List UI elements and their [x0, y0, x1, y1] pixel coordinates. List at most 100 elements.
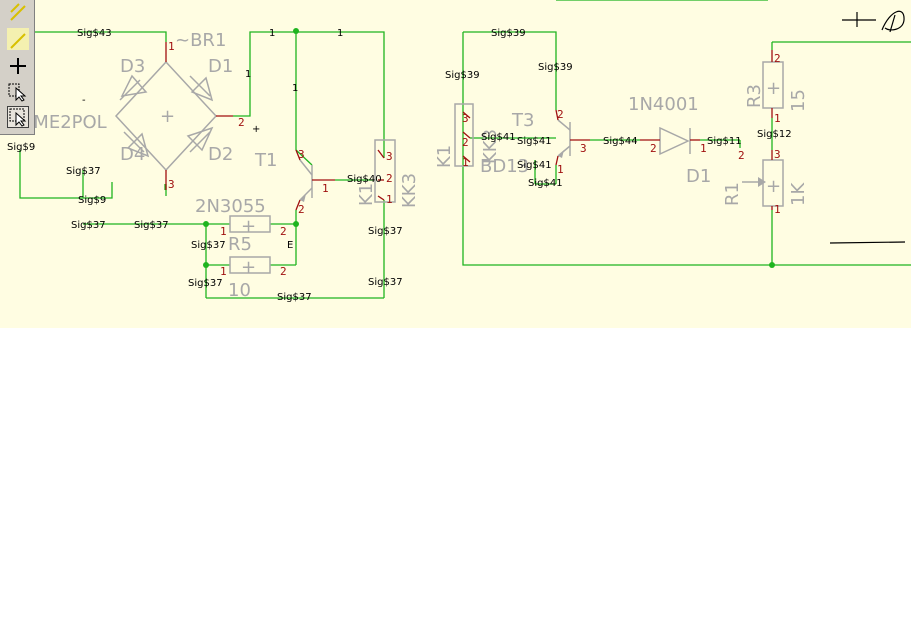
svg-text:1: 1: [292, 83, 298, 94]
route-tool-icon: [10, 33, 26, 49]
t1-label: T1: [254, 150, 277, 171]
relay-kk3[interactable]: [374, 139, 396, 203]
d3-label: D3: [120, 56, 145, 77]
r1-label: R1: [722, 182, 743, 206]
svg-text:3: 3: [580, 142, 587, 155]
svg-text:Sig$40: Sig$40: [347, 174, 382, 185]
group-select-button[interactable]: [7, 106, 29, 128]
route-tool-button[interactable]: [7, 2, 29, 24]
svg-text:2: 2: [557, 108, 564, 121]
resistor-r5[interactable]: + +: [229, 215, 271, 278]
svg-text:Sig$37: Sig$37: [188, 278, 223, 289]
bridge-rectifier-br1[interactable]: +: [114, 42, 233, 190]
svg-text:E: E: [287, 240, 293, 251]
svg-text:3: 3: [386, 150, 393, 163]
svg-text:2: 2: [774, 52, 781, 65]
k-value: KK3: [399, 173, 420, 208]
svg-text:1: 1: [557, 163, 564, 176]
transistor-t3[interactable]: [555, 109, 590, 166]
relay-k1[interactable]: [454, 103, 474, 167]
svg-text:2: 2: [650, 142, 657, 155]
left-circuit-wires[interactable]: [19, 31, 385, 299]
svg-text:1: 1: [322, 182, 329, 195]
svg-text:+: +: [766, 78, 781, 99]
svg-text:2: 2: [298, 203, 305, 216]
svg-text:Sig$39: Sig$39: [491, 28, 526, 39]
k-label: K1: [356, 183, 377, 206]
svg-text:Sig$9: Sig$9: [78, 195, 106, 206]
svg-text:1: 1: [220, 225, 227, 238]
svg-text:Sig$11: Sig$11: [707, 136, 742, 147]
svg-text:+: +: [160, 106, 175, 127]
crosshair-tool-button[interactable]: [7, 55, 29, 77]
svg-text:1: 1: [774, 112, 781, 125]
ime-label: IME2POL: [28, 112, 107, 133]
pin-numbers: 1 2 3 + - 1 1 1 1 3 1 2 E 1 2 1 2 3 2 1 …: [82, 28, 781, 278]
svg-text:2: 2: [738, 149, 745, 162]
svg-text:Sig$9: Sig$9: [7, 142, 35, 153]
schematic-canvas[interactable]: + D3 D1 D4 D2 ~BR1 IME2POL T1 2N3055 + +: [0, 0, 911, 328]
t1-value: 2N3055: [195, 196, 266, 217]
resistor-r1[interactable]: +: [742, 150, 784, 210]
svg-text:Sig$41: Sig$41: [528, 178, 563, 189]
svg-text:2: 2: [280, 225, 287, 238]
select-arrow-button[interactable]: [7, 80, 29, 102]
k1-value: KK3: [480, 129, 501, 164]
d1-bridge-label: D1: [208, 56, 233, 77]
resistor-r3[interactable]: +: [762, 50, 784, 118]
svg-text:Sig$37: Sig$37: [71, 220, 106, 231]
r3-value: 15: [788, 89, 809, 112]
svg-text:Sig$37: Sig$37: [368, 277, 403, 288]
transistor-t1[interactable]: [295, 149, 335, 211]
svg-text:+: +: [241, 257, 256, 278]
svg-text:+: +: [252, 124, 260, 135]
svg-text:1: 1: [386, 193, 393, 206]
right-circuit-wires[interactable]: [462, 31, 911, 266]
r1-value: 1K: [788, 182, 809, 206]
svg-text:-: -: [82, 95, 86, 106]
tool-palette: [0, 0, 35, 135]
svg-text:3: 3: [298, 148, 305, 161]
select-arrow-icon: [8, 83, 27, 102]
svg-text:1: 1: [774, 203, 781, 216]
freehand-marks: [829, 10, 906, 244]
svg-text:3: 3: [774, 148, 781, 161]
svg-text:Sig$37: Sig$37: [368, 226, 403, 237]
d4-label: D4: [120, 144, 145, 165]
svg-text:Sig$37: Sig$37: [134, 220, 169, 231]
svg-text:2: 2: [386, 172, 393, 185]
svg-text:1: 1: [269, 28, 275, 39]
svg-text:Sig$41: Sig$41: [481, 132, 516, 143]
svg-text:2: 2: [238, 116, 245, 129]
svg-text:1: 1: [245, 69, 251, 80]
svg-text:Sig$43: Sig$43: [77, 28, 112, 39]
r5-value: 10: [228, 280, 251, 301]
svg-text:Sig$44: Sig$44: [603, 136, 638, 147]
diode-d1[interactable]: [640, 126, 700, 156]
t3-label: T3: [511, 110, 534, 131]
svg-text:Sig$12: Sig$12: [757, 129, 792, 140]
svg-text:+: +: [241, 216, 256, 237]
group-select-icon: [9, 108, 27, 127]
svg-text:Sig$37: Sig$37: [191, 240, 226, 251]
svg-text:Sig$41: Sig$41: [517, 136, 552, 147]
schematic-drawing[interactable]: + D3 D1 D4 D2 ~BR1 IME2POL T1 2N3055 + +: [0, 0, 911, 328]
svg-text:3: 3: [462, 112, 469, 125]
svg-text:1: 1: [462, 156, 469, 169]
svg-text:1: 1: [700, 142, 707, 155]
net-labels: Sig$43 Sig$9 Sig$37 Sig$9 Sig$37 Sig$37 …: [7, 28, 792, 303]
svg-text:1: 1: [337, 28, 343, 39]
k1-label: K1: [434, 145, 455, 168]
route-tool-button-2[interactable]: [7, 28, 29, 50]
svg-text:Sig$39: Sig$39: [538, 62, 573, 73]
svg-text:+: +: [766, 176, 781, 197]
route-tool-icon: [10, 3, 26, 21]
svg-text:1: 1: [168, 40, 175, 53]
svg-text:3: 3: [168, 178, 175, 191]
svg-text:Sig$37: Sig$37: [277, 292, 312, 303]
d2-label: D2: [208, 144, 233, 165]
svg-text:2: 2: [462, 136, 469, 149]
t3-value: BD13: [480, 156, 529, 177]
d1-label: D1: [686, 166, 711, 187]
r5-label: R5: [228, 234, 252, 255]
